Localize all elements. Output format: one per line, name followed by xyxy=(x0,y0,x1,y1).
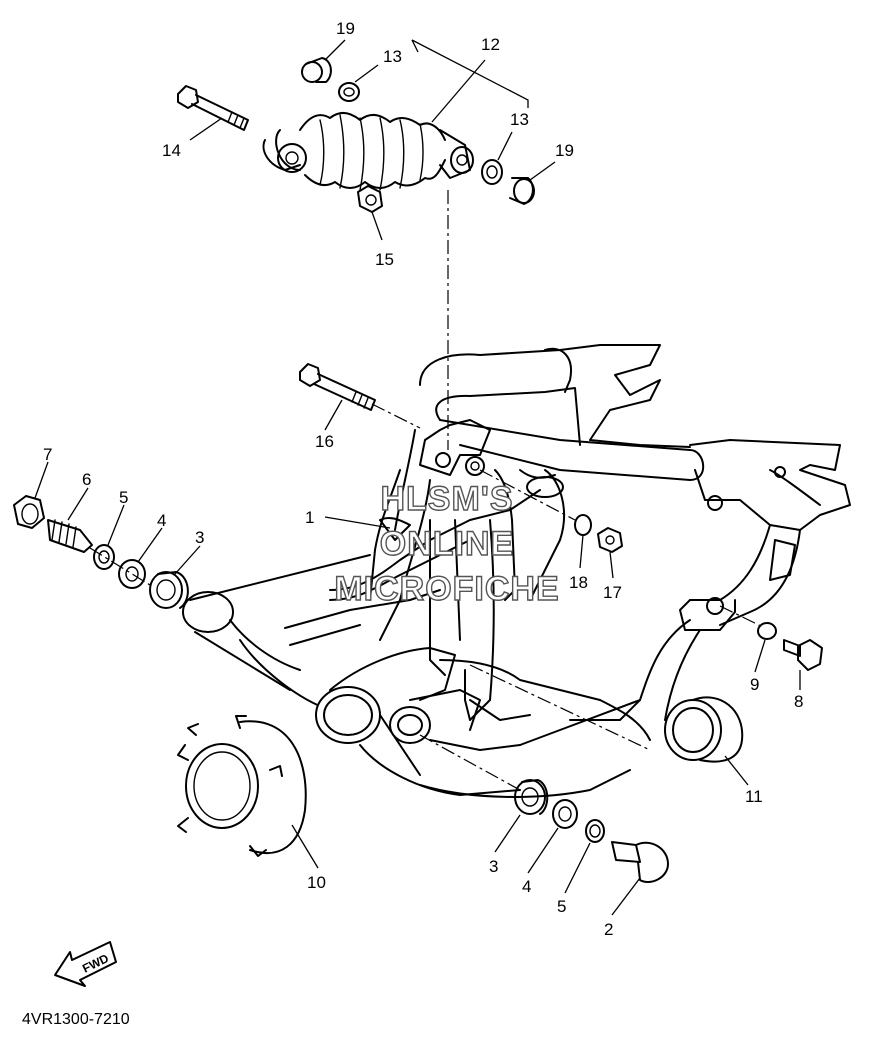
callout-8: 8 xyxy=(794,692,803,711)
swing-arm-part-1[interactable] xyxy=(182,344,851,798)
pivot-bolt-part-2[interactable] xyxy=(611,841,669,883)
callout-12: 12 xyxy=(481,35,500,54)
callout-6: 6 xyxy=(82,470,91,489)
cap-part-11[interactable] xyxy=(664,696,744,763)
nut-part-17[interactable] xyxy=(597,527,623,553)
nut-part-15[interactable] xyxy=(357,185,383,213)
drawing-code: 4VR1300-7210 xyxy=(22,1011,130,1028)
callout-4-right: 4 xyxy=(522,877,531,896)
collar-part-19-top[interactable] xyxy=(301,57,332,83)
callout-18: 18 xyxy=(569,573,588,592)
callout-19-right: 19 xyxy=(555,141,574,160)
collar-part-19-right[interactable] xyxy=(509,177,535,205)
bearing-part-3-right[interactable] xyxy=(514,779,549,815)
watermark: HLSM'S ONLINE MICROFICHE xyxy=(334,479,560,608)
bushing-part-13-top[interactable] xyxy=(338,82,360,102)
pivot-shaft-part-6[interactable] xyxy=(47,519,93,553)
callout-16: 16 xyxy=(315,432,334,451)
watermark-line-2: ONLINE xyxy=(380,525,514,563)
callout-2: 2 xyxy=(604,920,613,939)
forward-direction-arrow: FWD xyxy=(54,941,117,987)
callout-13-top: 13 xyxy=(383,47,402,66)
callout-14: 14 xyxy=(162,141,181,160)
callout-13-right: 13 xyxy=(510,110,529,129)
callout-leaders xyxy=(34,39,801,916)
callout-3-right: 3 xyxy=(489,857,498,876)
callout-3-left: 3 xyxy=(195,528,204,547)
callout-15: 15 xyxy=(375,250,394,269)
washer-part-18[interactable] xyxy=(574,514,592,536)
bearing-part-3-left[interactable] xyxy=(149,571,189,609)
callout-7: 7 xyxy=(43,445,52,464)
callout-5-right: 5 xyxy=(557,897,566,916)
callout-17: 17 xyxy=(603,583,622,602)
oil-seal-part-5-left[interactable] xyxy=(93,544,115,570)
collar-part-4-left[interactable] xyxy=(118,559,146,589)
bushing-part-13-right[interactable] xyxy=(481,159,503,185)
oil-seal-part-5-right[interactable] xyxy=(585,819,605,843)
rear-shock-absorber-part-12[interactable] xyxy=(262,112,474,191)
collar-part-4-right[interactable] xyxy=(552,799,578,829)
bolt-part-16[interactable] xyxy=(299,363,376,411)
callout-9: 9 xyxy=(750,675,759,694)
thrust-cover-part-10[interactable] xyxy=(177,715,307,857)
watermark-line-3: MICROFICHE xyxy=(334,570,559,608)
callout-4-left: 4 xyxy=(157,511,166,530)
watermark-line-1: HLSM'S xyxy=(380,480,513,518)
assembly-guide-lines xyxy=(89,190,766,791)
bolt-part-14[interactable] xyxy=(177,85,249,131)
callout-numbers: 19 13 12 13 19 14 15 16 7 6 5 4 3 1 18 1… xyxy=(43,19,803,939)
cap-nut-part-7[interactable] xyxy=(13,495,45,529)
callout-11: 11 xyxy=(745,787,763,806)
bolt-part-8[interactable] xyxy=(783,639,823,671)
washer-part-9[interactable] xyxy=(757,622,777,640)
callout-5-left: 5 xyxy=(119,488,128,507)
callout-19-top: 19 xyxy=(336,19,355,38)
callout-1: 1 xyxy=(305,508,314,527)
callout-10: 10 xyxy=(307,873,326,892)
